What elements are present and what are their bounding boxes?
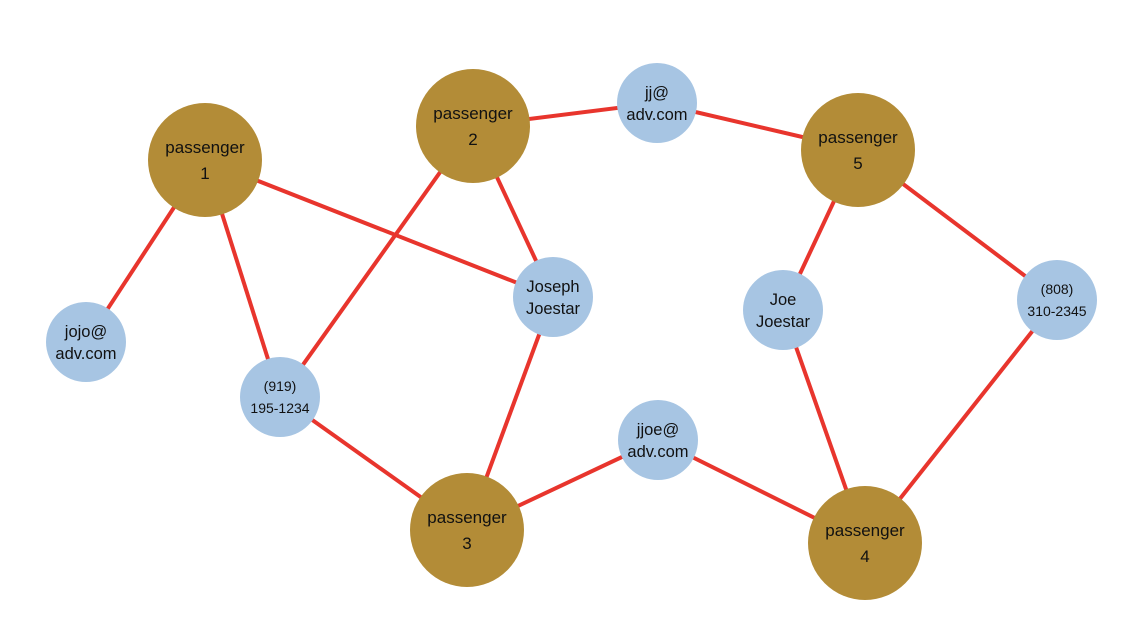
node-label: Joestar	[526, 300, 581, 318]
node-label: 195-1234	[250, 400, 309, 416]
passenger-circle	[148, 103, 262, 217]
node-p2[interactable]: passenger 2	[416, 69, 530, 183]
node-p5[interactable]: passenger 5	[801, 93, 915, 207]
node-label: passenger	[825, 521, 905, 540]
node-label: passenger	[433, 104, 513, 123]
attribute-circle	[46, 302, 126, 382]
node-label: (808)	[1041, 281, 1074, 297]
node-ph808[interactable]: (808) 310-2345	[1017, 260, 1097, 340]
node-label: jjoe@	[636, 421, 679, 439]
node-p1[interactable]: passenger 1	[148, 103, 262, 217]
node-label: passenger	[165, 138, 245, 157]
node-label: 4	[860, 547, 869, 566]
node-p3[interactable]: passenger 3	[410, 473, 524, 587]
node-jojo[interactable]: jojo@ adv.com	[46, 302, 126, 382]
node-ph919[interactable]: (919) 195-1234	[240, 357, 320, 437]
attribute-circle	[1017, 260, 1097, 340]
nodes: passenger 1 passenger 2 passenger 3 passenger 4…	[46, 63, 1097, 600]
node-label: Joseph	[526, 278, 579, 296]
node-label: (919)	[264, 378, 297, 394]
node-label: jojo@	[64, 323, 107, 341]
node-label: 1	[200, 164, 209, 183]
node-label: jj@	[644, 84, 669, 102]
node-label: adv.com	[627, 443, 688, 461]
node-label: Joe	[770, 291, 797, 309]
node-label: adv.com	[626, 106, 687, 124]
node-label: 3	[462, 534, 471, 553]
node-label: Joestar	[756, 313, 811, 331]
node-label: 2	[468, 130, 477, 149]
node-jj[interactable]: jj@ adv.com	[617, 63, 697, 143]
node-label: adv.com	[55, 345, 116, 363]
attribute-circle	[240, 357, 320, 437]
node-label: passenger	[427, 508, 507, 527]
attribute-circle	[743, 270, 823, 350]
node-label: 310-2345	[1027, 303, 1086, 319]
node-label: 5	[853, 154, 862, 173]
attribute-circle	[617, 63, 697, 143]
attribute-circle	[513, 257, 593, 337]
node-jjoe[interactable]: jjoe@ adv.com	[618, 400, 698, 480]
attribute-circle	[618, 400, 698, 480]
passenger-circle	[416, 69, 530, 183]
node-p4[interactable]: passenger 4	[808, 486, 922, 600]
edge-p1-joseph	[204, 158, 554, 299]
passenger-circle	[410, 473, 524, 587]
node-label: passenger	[818, 128, 898, 147]
passenger-circle	[801, 93, 915, 207]
passenger-circle	[808, 486, 922, 600]
